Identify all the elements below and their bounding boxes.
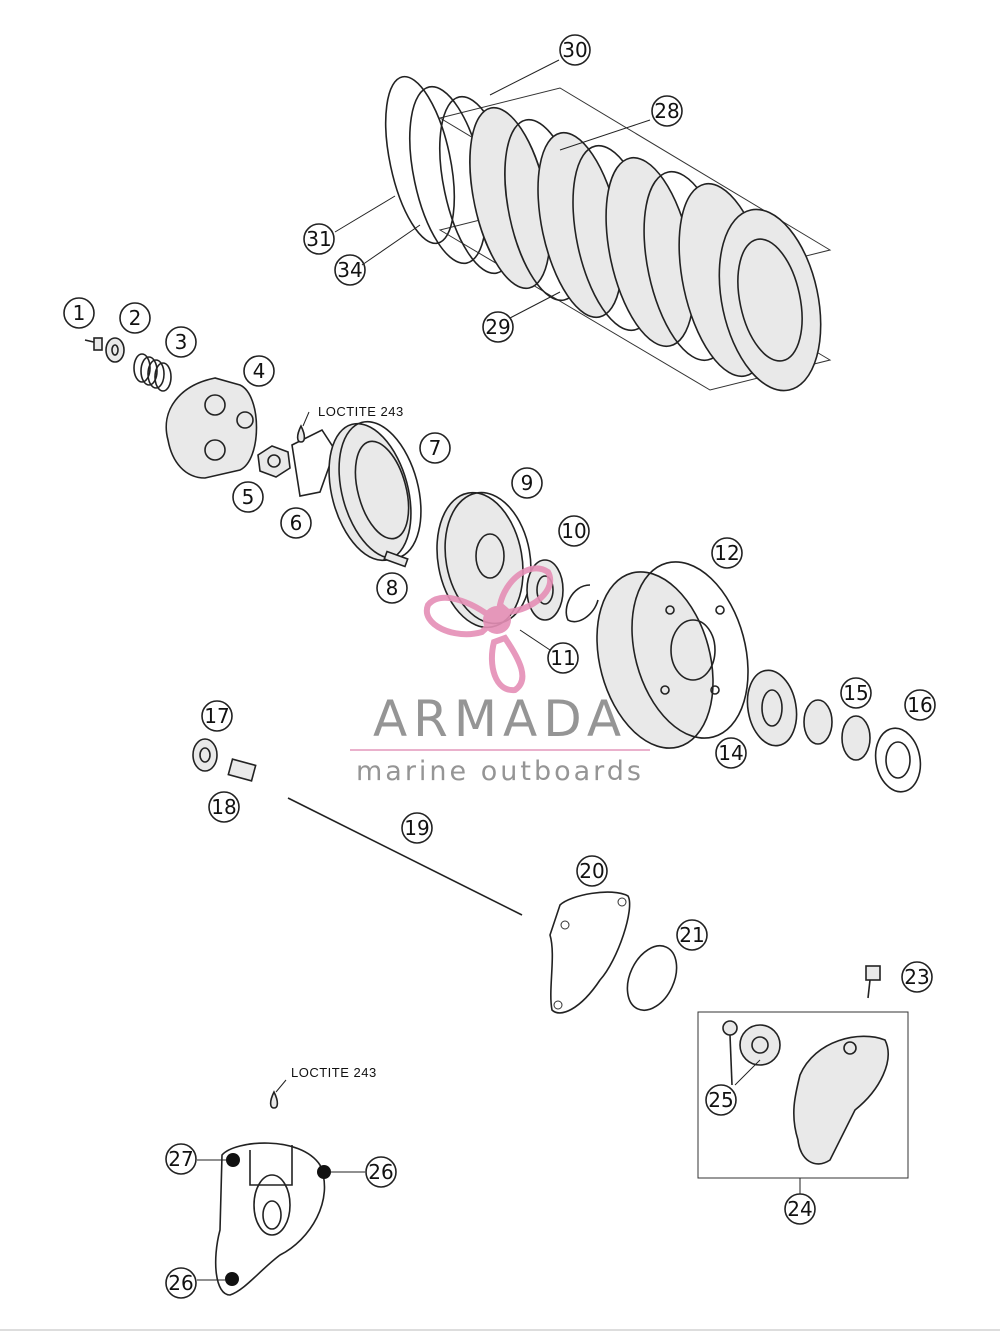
part-3-spring xyxy=(133,353,172,392)
watermark-subtitle: marine outboards xyxy=(356,756,644,787)
callout-18: 18 xyxy=(208,791,240,823)
callout-6: 6 xyxy=(280,507,312,539)
svg-text:25: 25 xyxy=(708,1088,733,1112)
part-5-nut xyxy=(257,445,291,478)
part-20-gasket xyxy=(549,891,631,1014)
svg-text:12: 12 xyxy=(714,541,739,565)
svg-text:23: 23 xyxy=(904,965,929,989)
clutch-plate-stack xyxy=(384,75,832,392)
clutch-cover xyxy=(214,1142,331,1296)
callout-30: 30 xyxy=(559,34,591,66)
part-21-o-ring xyxy=(626,945,678,1011)
callout-27: 27 xyxy=(165,1143,197,1175)
callout-26-right: 26 xyxy=(365,1156,397,1188)
callout-2: 2 xyxy=(119,302,151,334)
callout-34: 34 xyxy=(334,254,366,286)
svg-text:9: 9 xyxy=(521,471,534,495)
svg-text:4: 4 xyxy=(253,359,266,383)
armada-watermark: ARMADA marine outboards xyxy=(350,565,650,787)
part-6-lock-washer xyxy=(291,428,336,497)
svg-text:34: 34 xyxy=(337,258,362,282)
svg-text:8: 8 xyxy=(386,576,399,600)
svg-text:10: 10 xyxy=(561,519,586,543)
clutch-plates xyxy=(384,75,822,392)
callout-20: 20 xyxy=(576,855,608,887)
svg-text:31: 31 xyxy=(306,227,331,251)
loctite-note-bottom: LOCTITE 243 xyxy=(291,1065,377,1080)
loctite-drop-bottom xyxy=(269,1090,279,1109)
part-25-piston xyxy=(722,1020,781,1086)
part-24-slave-cylinder-body xyxy=(793,1035,889,1165)
callout-10: 10 xyxy=(558,515,590,547)
callout-23: 23 xyxy=(901,961,933,993)
callout-28: 28 xyxy=(651,95,683,127)
part-18-bushing xyxy=(227,758,257,782)
part-8-pin xyxy=(383,550,409,568)
svg-text:24: 24 xyxy=(787,1197,812,1221)
callout-29: 29 xyxy=(482,311,514,343)
part-17-seal xyxy=(192,738,218,772)
part-15-needle-bearings xyxy=(803,699,871,761)
callout-5: 5 xyxy=(232,481,264,513)
svg-text:26: 26 xyxy=(368,1160,393,1184)
callout-8: 8 xyxy=(376,572,408,604)
svg-text:2: 2 xyxy=(129,306,142,330)
loctite-drop-top xyxy=(296,424,306,443)
svg-text:21: 21 xyxy=(679,923,704,947)
callout-14: 14 xyxy=(715,737,747,769)
part-11-circlip xyxy=(565,584,599,623)
part-1-screw xyxy=(84,337,103,351)
svg-text:7: 7 xyxy=(429,436,442,460)
callout-24: 24 xyxy=(784,1193,816,1225)
part-16-thrust-washer xyxy=(874,727,922,793)
callout-3: 3 xyxy=(165,326,197,358)
svg-text:17: 17 xyxy=(204,704,229,728)
watermark-title: ARMADA xyxy=(373,690,627,748)
callout-21: 21 xyxy=(676,919,708,951)
svg-text:1: 1 xyxy=(73,301,86,325)
part-12-clutch-basket xyxy=(596,561,749,749)
part-4-pressure-cap xyxy=(165,377,258,479)
part-24-slave-cylinder-box xyxy=(697,1011,909,1179)
svg-text:30: 30 xyxy=(562,38,587,62)
callout-15: 15 xyxy=(840,677,872,709)
callout-1: 1 xyxy=(63,297,95,329)
svg-text:18: 18 xyxy=(211,795,236,819)
part-23-bleed-screw xyxy=(865,965,881,999)
svg-text:27: 27 xyxy=(168,1147,193,1171)
leader-lines xyxy=(197,59,801,1281)
svg-text:20: 20 xyxy=(579,859,604,883)
callout-16: 16 xyxy=(904,689,936,721)
callout-12: 12 xyxy=(711,537,743,569)
svg-text:19: 19 xyxy=(404,816,429,840)
svg-text:28: 28 xyxy=(654,99,679,123)
callout-31: 31 xyxy=(303,223,335,255)
callout-17: 17 xyxy=(201,700,233,732)
svg-text:29: 29 xyxy=(485,315,510,339)
svg-text:26: 26 xyxy=(168,1271,193,1295)
loctite-note-top: LOCTITE 243 xyxy=(318,404,404,419)
svg-text:11: 11 xyxy=(550,646,575,670)
svg-text:3: 3 xyxy=(175,330,188,354)
part-2-washer xyxy=(105,337,125,363)
svg-text:6: 6 xyxy=(290,511,303,535)
propeller-logo-icon xyxy=(423,565,554,694)
part-19-push-rod xyxy=(287,797,523,916)
svg-text:15: 15 xyxy=(843,681,868,705)
part-14-gear xyxy=(746,669,798,747)
callout-19: 19 xyxy=(401,812,433,844)
svg-text:5: 5 xyxy=(242,485,255,509)
svg-text:14: 14 xyxy=(718,741,743,765)
callout-7: 7 xyxy=(419,432,451,464)
part-7-clutch-basket-inner xyxy=(328,420,422,562)
svg-text:16: 16 xyxy=(907,693,932,717)
callout-4: 4 xyxy=(243,355,275,387)
callouts: 1 2 3 4 5 6 7 8 9 10 11 12 14 15 16 17 1… xyxy=(63,34,936,1299)
callout-9: 9 xyxy=(511,467,543,499)
callout-11: 11 xyxy=(547,642,579,674)
callout-25: 25 xyxy=(705,1084,737,1116)
callout-26-bottom: 26 xyxy=(165,1267,197,1299)
